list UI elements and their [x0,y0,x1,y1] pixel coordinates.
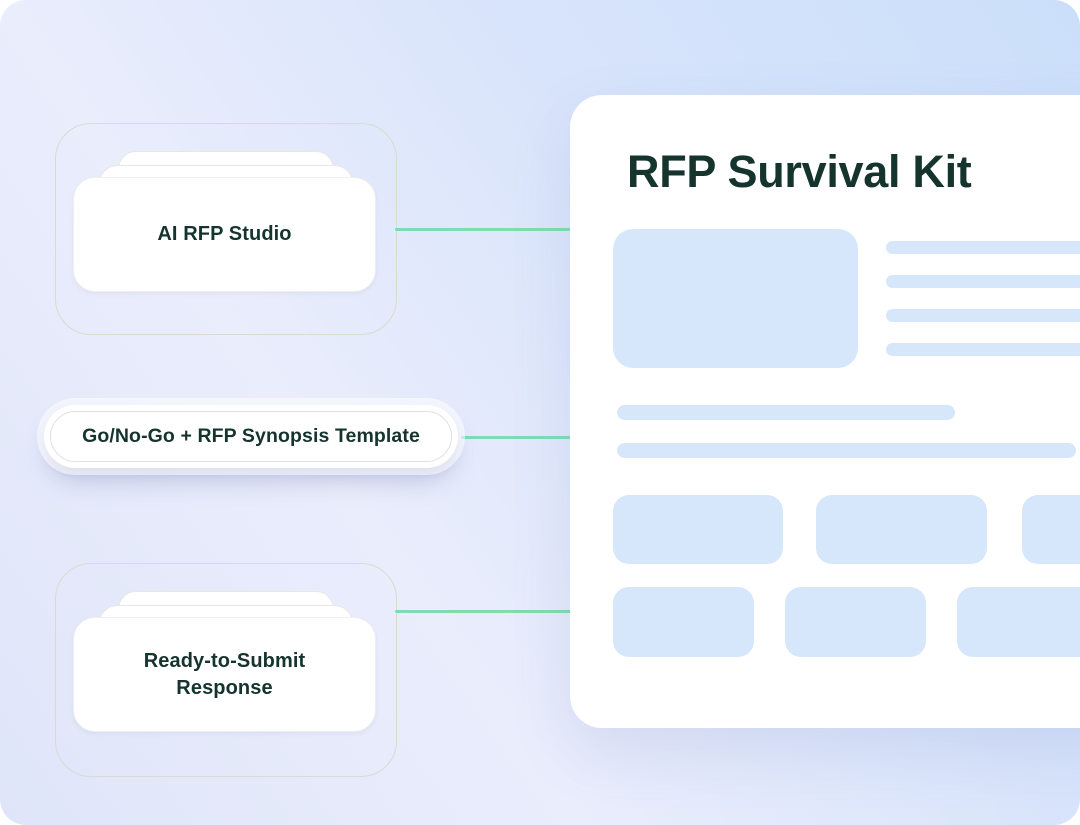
node-ready-to-submit: Ready-to-Submit Response [55,563,397,777]
panel-title: RFP Survival Kit [627,146,972,197]
connector-line-bottom [395,610,571,613]
node-label-go-no-go-synopsis: Go/No-Go + RFP Synopsis Template [82,425,420,448]
image-placeholder [613,229,858,368]
node-label-line1: Ready-to-Submit [143,649,306,672]
card-placeholder [957,587,1080,657]
text-line-placeholder [886,343,1080,356]
card-ai-rfp-studio: AI RFP Studio [73,177,376,292]
card-ready-to-submit: Ready-to-Submit Response [73,617,376,732]
card-placeholder [613,587,754,657]
rfp-survival-kit-panel: RFP Survival Kit [570,95,1080,728]
node-label-ai-rfp-studio: AI RFP Studio [157,223,292,245]
card-placeholder [1022,495,1080,564]
node-label-line2: Response [176,676,273,699]
node-ai-rfp-studio: AI RFP Studio [55,123,397,335]
text-line-placeholder [886,275,1080,288]
card-placeholder [613,495,783,564]
connector-line-top [395,228,571,231]
text-line-placeholder [886,241,1080,254]
text-line-placeholder-wide [617,405,955,420]
card-placeholder [785,587,926,657]
text-line-placeholder [886,309,1080,322]
card-placeholder [816,495,987,564]
connector-line-middle [461,436,571,439]
node-go-no-go-synopsis: Go/No-Go + RFP Synopsis Template [44,405,458,468]
text-line-placeholder-wide [617,443,1076,458]
node-label-ready-to-submit: Ready-to-Submit Response [144,648,306,702]
text-line-placeholder-column [886,241,1080,356]
